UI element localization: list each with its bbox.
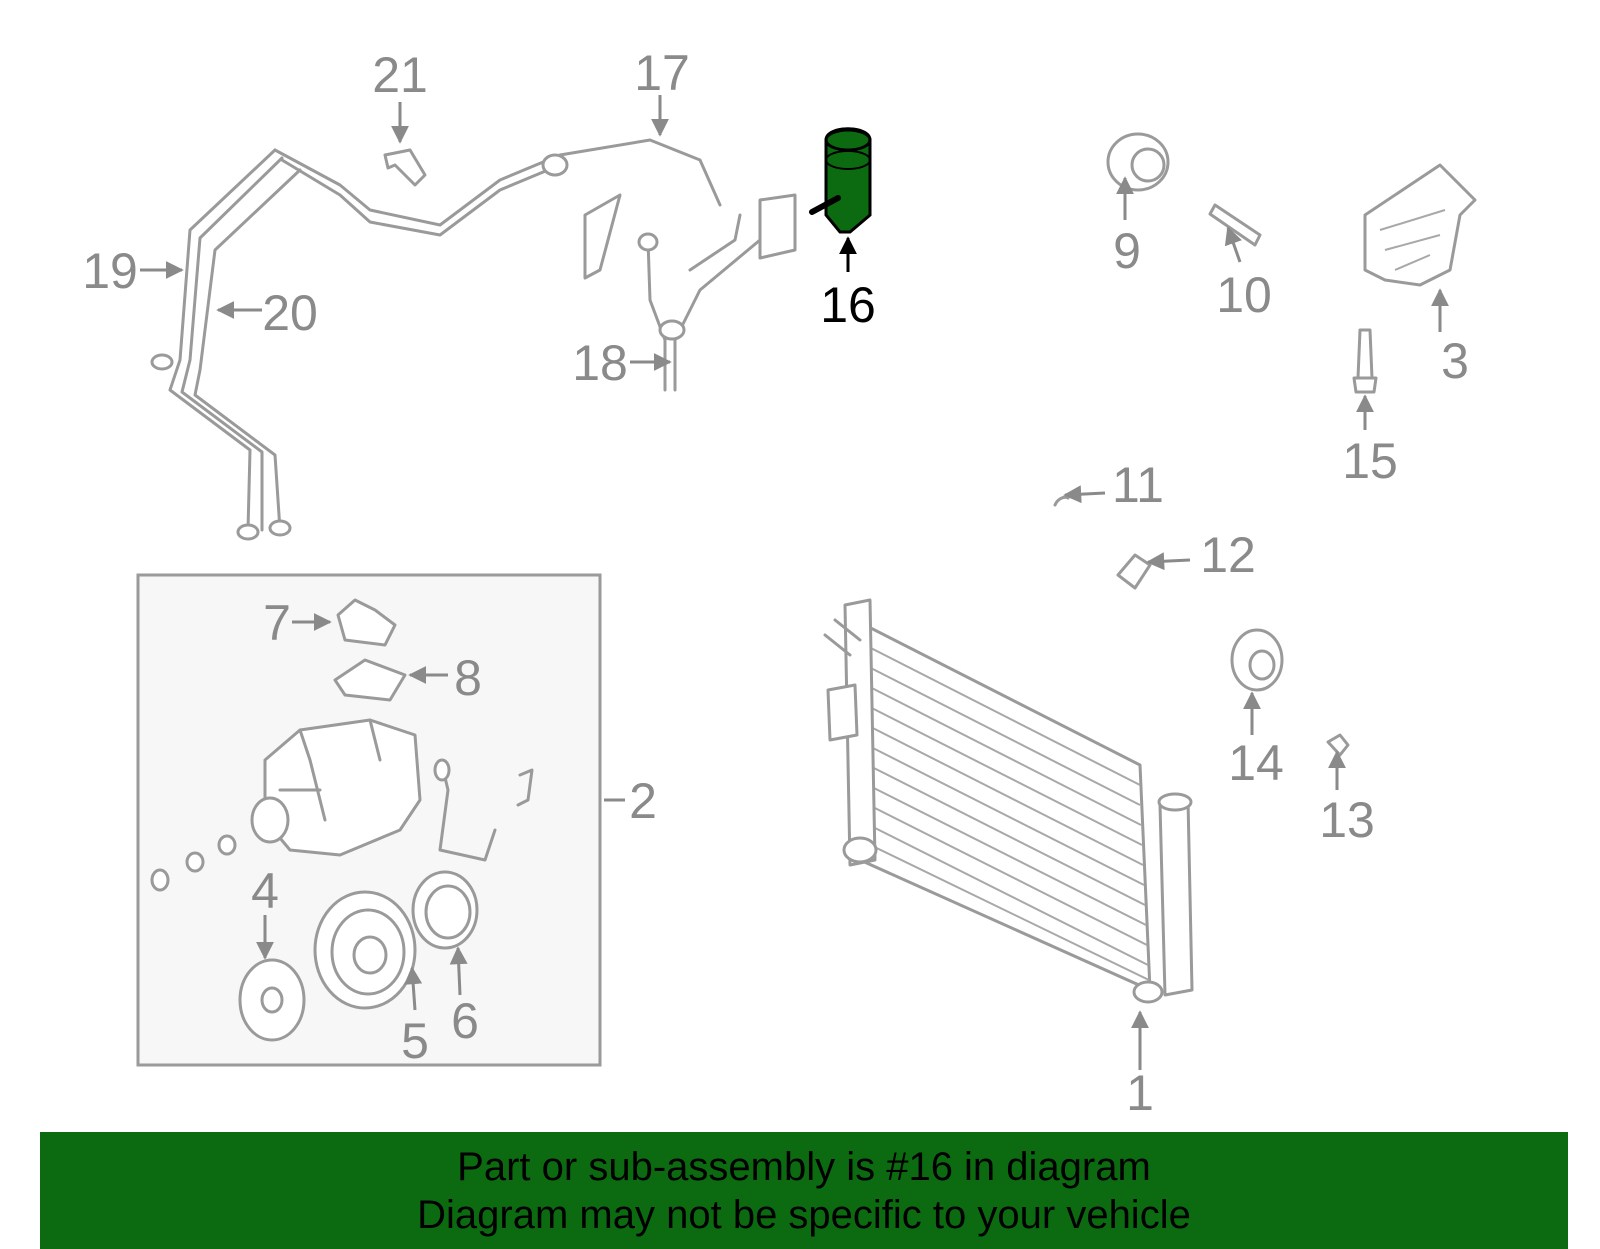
clutch-plate-4-drawing [238, 958, 306, 1042]
callout-13: 13 [1319, 792, 1375, 848]
callout-15: 15 [1342, 433, 1398, 489]
callout-17: 17 [634, 45, 690, 101]
callout-9: 9 [1113, 223, 1141, 279]
receiver-drier-16 [809, 127, 872, 234]
callout-5: 5 [401, 1013, 429, 1069]
valve-10-drawing [1208, 203, 1262, 247]
callout-8: 8 [454, 650, 482, 706]
callout-7: 7 [263, 595, 291, 651]
callout-18: 18 [572, 335, 628, 391]
bolt-15-drawing [1352, 328, 1378, 394]
callout-10: 10 [1216, 267, 1272, 323]
callout-14: 14 [1228, 735, 1284, 791]
part-11-drawing [1053, 495, 1070, 507]
callout-1: 1 [1126, 1065, 1154, 1121]
hose-19-20-drawing [150, 138, 722, 541]
condenser-1-drawing [823, 598, 1194, 1004]
callout-16: 16 [820, 277, 876, 333]
callout-6: 6 [451, 993, 479, 1049]
part-12-drawing [1116, 553, 1152, 590]
bracket-7-drawing [336, 598, 397, 647]
compressor-body-drawing [250, 718, 422, 857]
part-14-drawing [1230, 628, 1284, 692]
diagram-notice-banner: Part or sub-assembly is #16 in diagram D… [40, 1132, 1568, 1249]
callout-2: 2 [629, 773, 657, 829]
callout-3: 3 [1441, 333, 1469, 389]
callout-20: 20 [262, 285, 318, 341]
banner-line-part-number: Part or sub-assembly is #16 in diagram [457, 1144, 1151, 1189]
clip-21-drawing [383, 148, 427, 187]
leader-arrows [140, 95, 1449, 1070]
gasket-8-drawing [333, 658, 407, 702]
callout-19: 19 [82, 243, 138, 299]
compressor-small-parts [150, 758, 534, 892]
callout-11: 11 [1112, 457, 1164, 513]
bracket-3-drawing [1363, 163, 1477, 287]
seal-9-drawing [1106, 132, 1170, 192]
callout-12: 12 [1200, 527, 1256, 583]
coil-6-drawing [411, 870, 479, 950]
banner-line-disclaimer: Diagram may not be specific to your vehi… [417, 1192, 1191, 1237]
callout-21: 21 [372, 47, 428, 103]
callout-4: 4 [251, 863, 279, 919]
pulley-5-drawing [313, 890, 417, 1010]
